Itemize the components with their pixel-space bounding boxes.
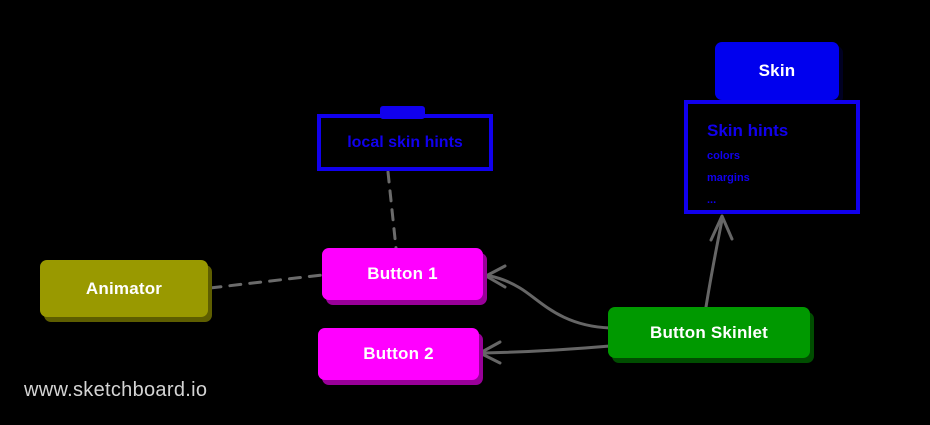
node-skin[interactable]: Skin xyxy=(715,42,839,100)
arrowhead-button2 xyxy=(478,340,502,365)
node-button-2[interactable]: Button 2 xyxy=(318,328,479,380)
node-button-skinlet[interactable]: Button Skinlet xyxy=(608,307,810,358)
node-button-2-label: Button 2 xyxy=(363,344,434,363)
node-animator[interactable]: Animator xyxy=(40,260,208,317)
connector-animator-to-button1 xyxy=(208,273,324,290)
connector-local-skin-hints-to-button1 xyxy=(386,170,398,250)
skin-hints-item-colors: colors xyxy=(707,150,741,162)
node-local-skin-hints[interactable]: local skin hints xyxy=(317,114,493,171)
node-button-1-label: Button 1 xyxy=(367,264,438,283)
skin-hints-title: Skin hints xyxy=(707,121,789,140)
watermark: www.sketchboard.io xyxy=(24,379,208,401)
node-button-skinlet-label: Button Skinlet xyxy=(649,322,768,342)
arrowhead-skin-hints xyxy=(709,214,734,242)
node-button-1[interactable]: Button 1 xyxy=(322,248,483,300)
node-animator-label: Animator xyxy=(85,278,163,298)
node-skin-label: Skin xyxy=(758,61,796,80)
arrowhead-button1 xyxy=(484,264,507,289)
node-local-skin-hints-label: local skin hints xyxy=(347,133,463,151)
skin-hints-item-ellipsis: ... xyxy=(707,194,717,206)
connector-skinlet-to-button1 xyxy=(488,274,612,330)
node-skin-hints[interactable]: Skin hints colors margins ... xyxy=(684,100,860,214)
skin-hints-item-margins: margins xyxy=(707,172,750,184)
connector-skinlet-to-button2 xyxy=(482,344,612,355)
connector-skinlet-to-skin-hints xyxy=(704,218,724,309)
